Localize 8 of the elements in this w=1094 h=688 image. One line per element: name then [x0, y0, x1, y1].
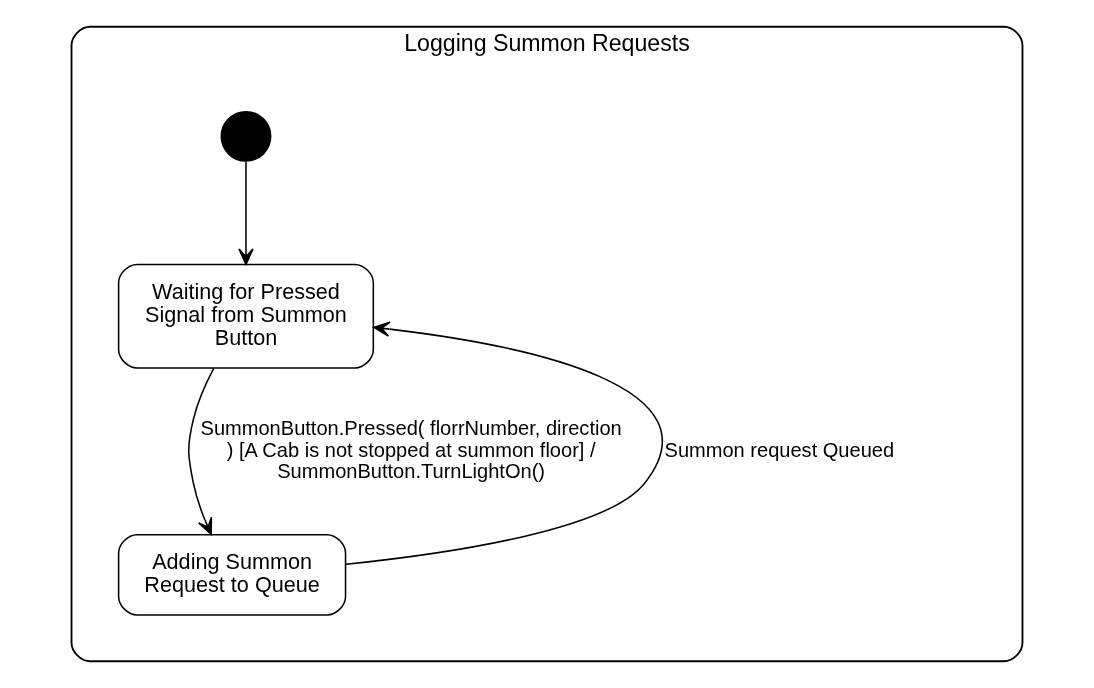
arrow: [238, 160, 254, 266]
edge-label: Summon request Queued: [664, 438, 895, 461]
edge-label: SummonButton.Pressed( florrNumber, direction ) [A Cab is not stopped at summon floor] / SummonButton.TurnLightOn(): [200, 416, 622, 483]
node-box: Adding Summon Request to Queue: [117, 533, 347, 616]
node-box: Waiting for Pressed Signal from Summon Button: [117, 263, 375, 369]
node-circle: [220, 110, 272, 162]
arrow: [187, 367, 215, 536]
arrow: [345, 321, 664, 566]
